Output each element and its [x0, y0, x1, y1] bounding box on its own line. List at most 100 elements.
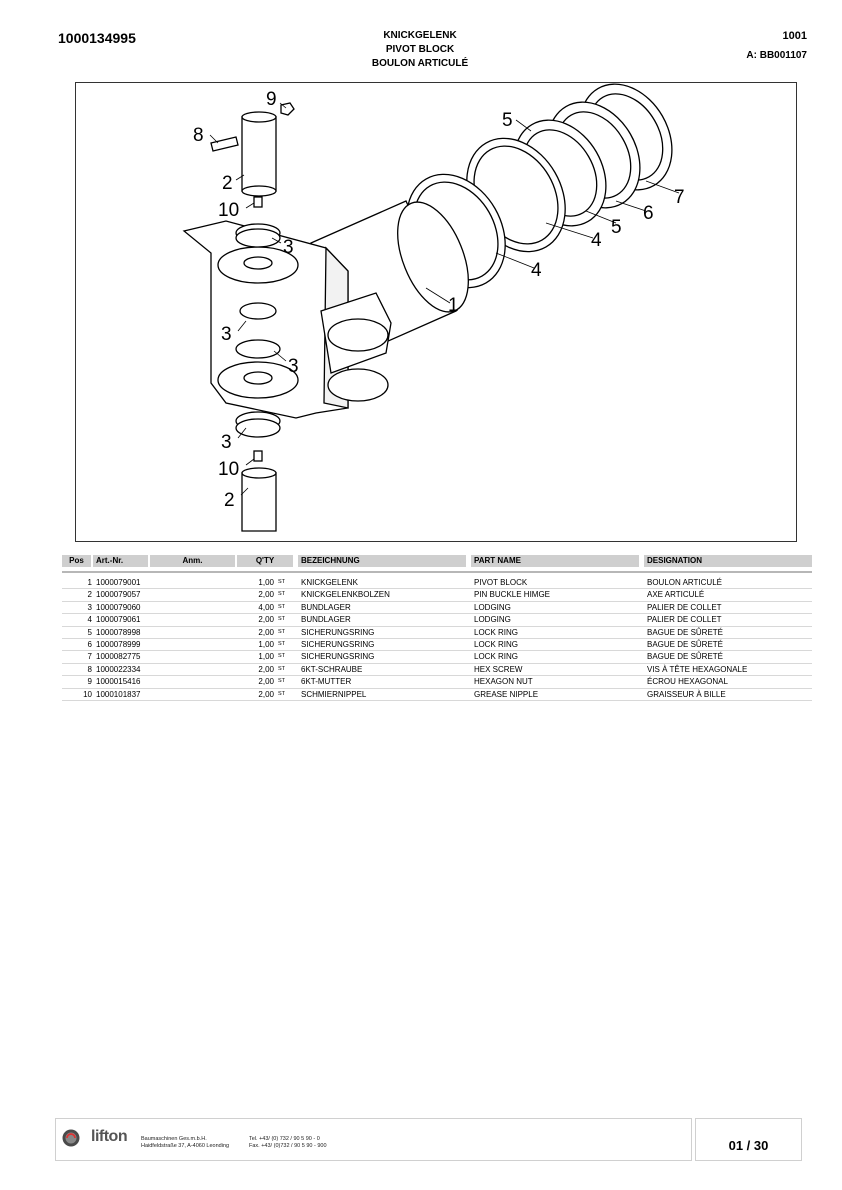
cell-fr: AXE ARTICULÉ: [647, 590, 705, 600]
cell-art: 1000079001: [96, 578, 141, 587]
cell-en: LOCK RING: [474, 652, 519, 662]
callout-3-c: 3: [288, 356, 299, 377]
cell-pos: 5: [87, 627, 92, 637]
cell-art: 1000022334: [96, 664, 141, 674]
company-fax: Fax. +43/ (0)732 / 90 5 90 - 900: [249, 1143, 327, 1149]
callout-2-upper: 2: [222, 173, 233, 194]
cell-qty: 2,00: [258, 689, 274, 699]
header-pos: Pos: [62, 555, 91, 567]
cell-qty: 1,00: [258, 578, 274, 587]
cell-en: LODGING: [474, 602, 511, 612]
callout-3-b: 3: [221, 324, 232, 345]
cell-fr: BAGUE DE SÛRETÉ: [647, 652, 724, 662]
cell-fr: GRAISSEUR À BILLE: [647, 689, 726, 699]
callout-4-a: 4: [591, 230, 602, 251]
callout-5-top: 5: [502, 110, 513, 131]
cell-qty: 1,00: [258, 639, 274, 649]
cell-pos: 6: [87, 639, 92, 649]
header-art-nr: Art.-Nr.: [93, 555, 148, 567]
callout-labels: 9 8 2 10 3 3 3 3 10 2 5 7 6 5 4 4 1: [193, 89, 685, 511]
page-indicator: 01 / 30: [695, 1118, 802, 1161]
title-english: PIVOT BLOCK: [385, 44, 455, 55]
cell-art: 1000079057: [96, 590, 141, 600]
cell-art: 1000015416: [96, 677, 141, 687]
cell-de: BUNDLAGER: [301, 602, 351, 612]
callout-7: 7: [674, 187, 685, 208]
cell-de: BUNDLAGER: [301, 615, 351, 625]
cell-pos: 4: [87, 615, 92, 625]
callout-5-lower: 5: [611, 217, 622, 238]
title-french: BOULON ARTICULÉ: [371, 58, 469, 69]
cell-en: PIVOT BLOCK: [474, 578, 528, 587]
cell-fr: BOULON ARTICULÉ: [647, 578, 722, 587]
lifton-logo-icon: [62, 1129, 80, 1147]
company-name: Baumaschinen Ges.m.b.H.: [141, 1136, 207, 1142]
callout-2-lower: 2: [224, 490, 235, 511]
parts-table-header: Pos Art.-Nr. Anm. Q'TY BEZEICHNUNG PART …: [62, 555, 812, 567]
cell-qty: 4,00: [258, 602, 274, 612]
brand-name: lifton: [91, 1128, 128, 1145]
cell-art: 1000078999: [96, 639, 141, 649]
cell-unit: ST: [278, 653, 286, 660]
cell-qty: 1,00: [258, 652, 274, 662]
cell-de: SCHMIERNIPPEL: [301, 689, 367, 699]
cell-en: PIN BUCKLE HIMGE: [474, 590, 551, 600]
cell-fr: PALIER DE COLLET: [647, 615, 722, 625]
cell-qty: 2,00: [258, 664, 274, 674]
cell-unit: ST: [278, 678, 286, 685]
cell-qty: 2,00: [258, 627, 274, 637]
cell-art: 1000079060: [96, 602, 141, 612]
header-divider: [62, 571, 812, 573]
cell-de: 6KT-MUTTER: [301, 677, 352, 687]
title-german: KNICKGELENK: [383, 30, 457, 41]
cell-de: SICHERUNGSRING: [301, 639, 375, 649]
cell-unit: ST: [278, 690, 286, 697]
cell-unit: ST: [278, 591, 286, 598]
cell-de: KNICKGELENKBOLZEN: [301, 590, 390, 600]
cell-en: LODGING: [474, 615, 511, 625]
cell-art: 1000082775: [96, 652, 141, 662]
cell-unit: ST: [278, 665, 286, 672]
cell-fr: PALIER DE COLLET: [647, 602, 722, 612]
assembly-code: A: BB001107: [746, 50, 807, 61]
cell-qty: 2,00: [258, 590, 274, 600]
callout-4-b: 4: [531, 260, 542, 281]
header-anm: Anm.: [150, 555, 235, 567]
callout-3-d: 3: [221, 432, 232, 453]
cell-en: LOCK RING: [474, 639, 519, 649]
callout-10-lower: 10: [218, 459, 239, 480]
callout-10-upper: 10: [218, 200, 239, 221]
callout-8: 8: [193, 125, 204, 146]
cell-de: SICHERUNGSRING: [301, 652, 375, 662]
document-number: 1000134995: [58, 30, 136, 46]
cell-unit: ST: [278, 628, 286, 635]
table-row: 7 1000082775 1,00 ST SICHERUNGSRING LOCK RING…: [62, 651, 812, 664]
cell-fr: ÉCROU HEXAGONAL: [647, 677, 728, 687]
header-qty: Q'TY: [237, 555, 293, 567]
cell-art: 1000079061: [96, 615, 141, 625]
cell-pos: 8: [87, 664, 92, 674]
cell-en: LOCK RING: [474, 627, 519, 637]
cell-en: HEXAGON NUT: [474, 677, 533, 687]
cell-pos: 10: [83, 689, 92, 699]
cell-pos: 3: [87, 602, 92, 612]
header-bezeichnung: BEZEICHNUNG: [298, 555, 466, 567]
callout-3-a: 3: [283, 237, 294, 258]
cell-unit: ST: [278, 640, 286, 647]
callout-9: 9: [266, 89, 277, 110]
cell-art: 1000101837: [96, 689, 141, 699]
cell-de: KNICKGELENK: [301, 578, 358, 587]
header-part-name: PART NAME: [471, 555, 639, 567]
cell-art: 1000078998: [96, 627, 141, 637]
cell-pos: 7: [87, 652, 92, 662]
footer-company-box: lifton Baumaschinen Ges.m.b.H. Haidfelds…: [55, 1118, 692, 1161]
cell-fr: VIS À TÊTE HEXAGONALE: [647, 664, 748, 674]
exploded-drawing: 9 8 2 10 3 3 3 3 10 2 5 7 6 5 4 4 1: [75, 82, 797, 542]
